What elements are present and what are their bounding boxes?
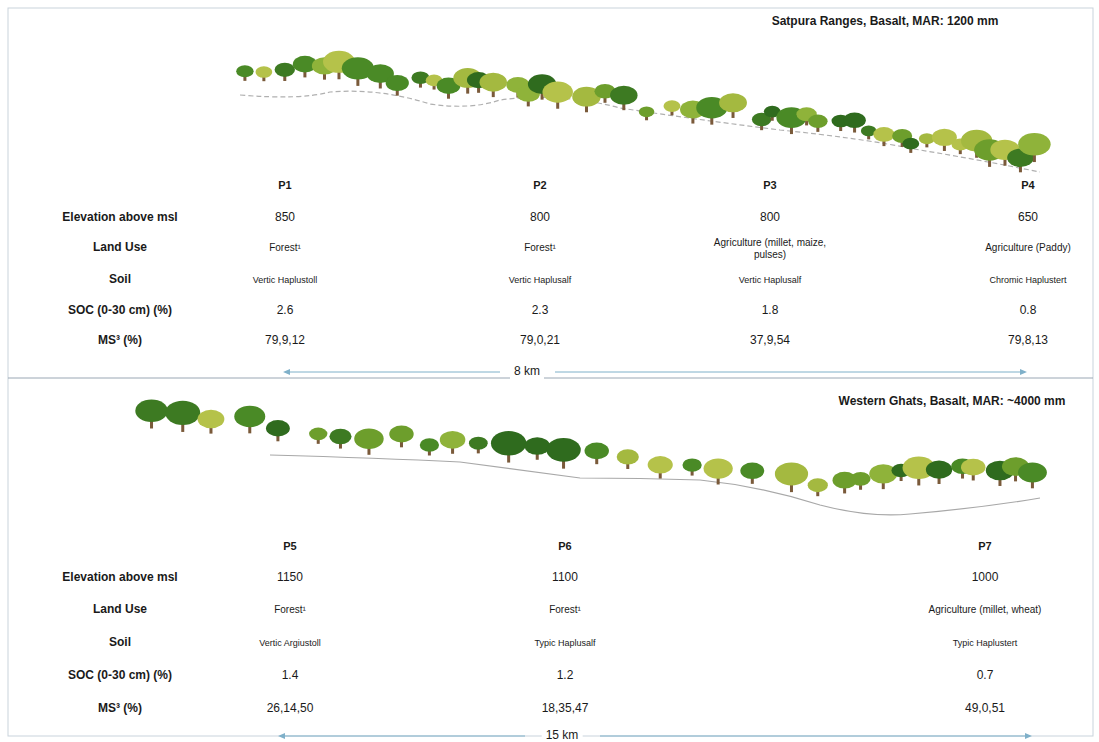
land-use-value: Agriculture (millet, wheat) [910, 604, 1060, 616]
row-header: Land Use [93, 241, 147, 255]
elevation-value: 800 [760, 211, 780, 225]
soc-value: 0.8 [1020, 304, 1037, 318]
soil-value: Vertic Argiustoll [259, 638, 321, 648]
row-header: Elevation above msl [62, 211, 177, 225]
profile-id: P2 [533, 179, 546, 192]
row-header: Land Use [93, 603, 147, 617]
land-use-value: Agriculture (millet, maize, pulses) [705, 237, 835, 260]
soil-value: Typic Haplustert [953, 638, 1018, 648]
elevation-value: 1000 [972, 571, 999, 585]
profile-id: P6 [558, 540, 571, 553]
soc-value: 2.3 [532, 304, 549, 318]
land-use-value: Forest¹ [475, 242, 605, 254]
elevation-value: 800 [530, 211, 550, 225]
elevation-value: 1150 [277, 571, 303, 585]
row-header: Soil [109, 273, 131, 287]
ms-value: 26,14,50 [267, 702, 314, 716]
soil-value: Vertic Haplustoll [253, 275, 318, 285]
soc-value: 0.7 [977, 669, 994, 683]
ms-value: 79,8,13 [1008, 334, 1048, 348]
profile-id: P7 [978, 540, 991, 553]
land-use-value: Forest¹ [490, 604, 640, 616]
row-header: SOC (0-30 cm) (%) [68, 304, 172, 318]
elevation-value: 1100 [552, 571, 578, 585]
profile-id: P3 [763, 179, 776, 192]
elevation-value: 650 [1018, 211, 1038, 225]
distance-label: 15 km [542, 729, 583, 742]
soil-value: Typic Haplusalf [534, 638, 595, 648]
elevation-value: 850 [275, 211, 295, 225]
soil-value: Chromic Haplustert [989, 275, 1066, 285]
row-header: SOC (0-30 cm) (%) [68, 669, 172, 683]
row-header: MS³ (%) [98, 334, 142, 348]
ms-value: 79,9,12 [265, 334, 305, 348]
soil-value: Vertic Haplusalf [509, 275, 572, 285]
ms-value: 37,9,54 [750, 334, 790, 348]
profile-id: P1 [278, 179, 291, 192]
soil-value: Vertic Haplusalf [739, 275, 802, 285]
ms-value: 79,0,21 [520, 334, 560, 348]
distance-arrow [278, 733, 1032, 739]
ground-line [240, 91, 1040, 172]
row-header: Soil [109, 636, 131, 650]
trees [135, 51, 1050, 496]
panel-divider [8, 378, 1093, 379]
frame [8, 8, 1093, 736]
soc-value: 1.8 [762, 304, 779, 318]
soc-value: 1.2 [557, 669, 574, 683]
row-header: MS³ (%) [98, 702, 142, 716]
land-use-value: Forest¹ [215, 604, 365, 616]
profile-id: P4 [1021, 179, 1034, 192]
land-use-value: Agriculture (Paddy) [963, 242, 1093, 254]
distance-label: 8 km [510, 365, 544, 379]
ms-value: 18,35,47 [542, 702, 589, 716]
row-header: Elevation above msl [62, 571, 177, 585]
panel-title: Western Ghats, Basalt, MAR: ~4000 mm [839, 395, 1066, 409]
ground-line [270, 455, 1040, 515]
panel-title: Satpura Ranges, Basalt, MAR: 1200 mm [772, 15, 999, 29]
distance-arrow [283, 369, 1027, 375]
profile-id: P5 [283, 540, 296, 553]
soc-value: 1.4 [282, 669, 299, 683]
soc-value: 2.6 [277, 304, 294, 318]
ms-value: 49,0,51 [965, 702, 1005, 716]
land-use-value: Forest¹ [220, 242, 350, 254]
